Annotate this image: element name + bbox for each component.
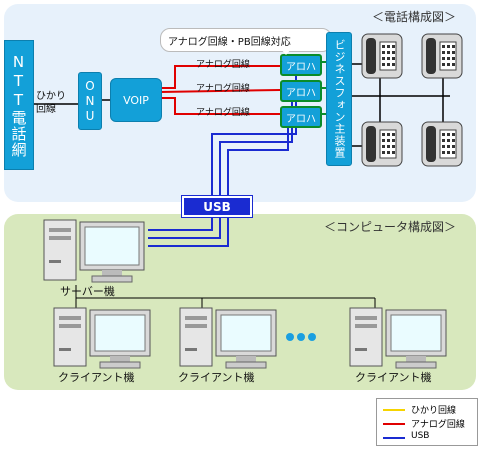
aroha-box-1: アロハ — [280, 54, 322, 76]
usb-hub-box: USB — [181, 195, 253, 218]
legend-label: USB — [411, 431, 430, 441]
phone-panel-title: ＜電話構成図＞ — [372, 10, 457, 24]
analog-line-label-1: アナログ回線 — [196, 60, 250, 70]
aroha-box-3: アロハ — [280, 106, 322, 128]
server-computer-icon — [43, 219, 145, 283]
legend-swatch-yellow — [383, 409, 405, 411]
pc-panel-title: ＜コンピュータ構成図＞ — [324, 220, 457, 234]
telephone-icon — [361, 33, 403, 79]
legend-label: アナログ回線 — [411, 420, 465, 430]
client-computer-icon — [179, 307, 277, 369]
business-phone-unit-box: ビジネスフォン主装置 — [326, 32, 352, 166]
more-clients-dots-icon — [286, 333, 316, 341]
onu-box: ONU — [78, 72, 102, 130]
voip-box: VOIP — [110, 78, 162, 122]
ntt-network-box: NTT電話網 — [4, 40, 34, 170]
hikari-line-label: ひかり回線 — [36, 91, 66, 115]
telephone-icon — [361, 121, 403, 167]
legend-box: ひかり回線 アナログ回線 USB — [376, 398, 478, 446]
analog-line-label-3: アナログ回線 — [196, 108, 250, 118]
legend-swatch-blue — [383, 437, 405, 439]
legend-swatch-red — [383, 423, 405, 425]
server-label: サーバー機 — [60, 285, 115, 298]
legend-item-usb: USB — [383, 431, 473, 443]
client-computer-icon — [53, 307, 151, 369]
telephone-icon — [421, 121, 463, 167]
callout-bubble — [160, 28, 332, 52]
callout-pointer — [280, 48, 292, 55]
legend-label: ひかり回線 — [411, 406, 457, 416]
client-label-1: クライアント機 — [58, 371, 135, 384]
legend-item-hikari: ひかり回線 — [383, 403, 473, 416]
telephone-icon — [421, 33, 463, 79]
aroha-box-2: アロハ — [280, 80, 322, 102]
client-computer-icon — [349, 307, 447, 369]
legend-item-analog: アナログ回線 — [383, 417, 473, 430]
client-label-3: クライアント機 — [355, 371, 432, 384]
client-label-2: クライアント機 — [178, 371, 255, 384]
analog-line-label-2: アナログ回線 — [196, 84, 250, 94]
callout-text: アナログ回線・PB回線対応 — [168, 37, 291, 48]
